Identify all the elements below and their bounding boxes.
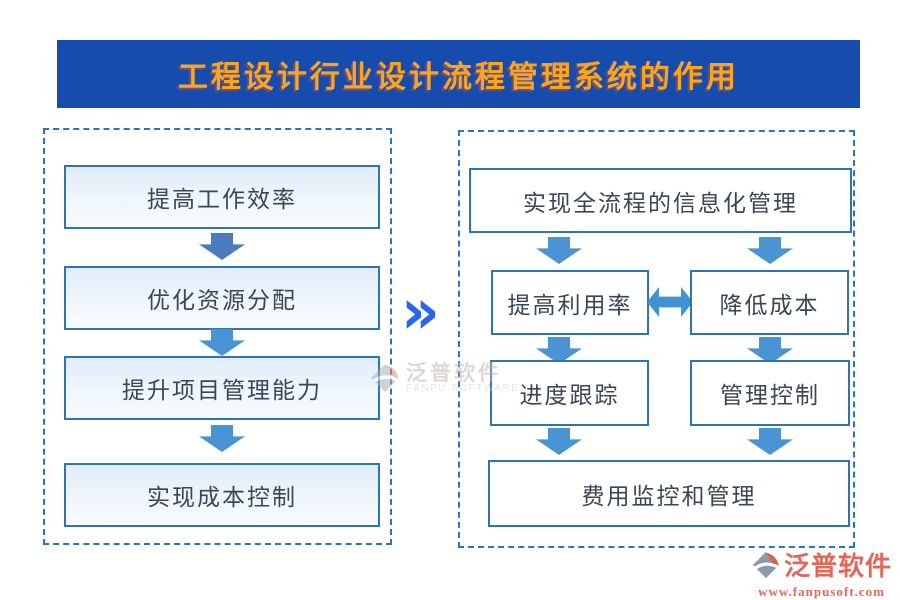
watermark-brand-subtext: FANPU SOFTWARE [406, 382, 520, 394]
left-right-arrow-icon [647, 287, 693, 317]
flow-node-resource-allocation: 优化资源分配 [64, 266, 380, 330]
down-arrow-icon [747, 237, 793, 264]
page-title: 工程设计行业设计流程管理系统的作用 [178, 61, 739, 94]
down-arrow-icon [536, 237, 582, 264]
down-arrow-icon [199, 329, 245, 356]
left-panel: 提高工作效率 优化资源分配 提升项目管理能力 实现成本控制 [43, 128, 392, 545]
down-arrow-icon [199, 425, 245, 452]
center-watermark: 泛普软件 FANPU SOFTWARE [369, 361, 519, 395]
flow-node-full-process-informatization: 实现全流程的信息化管理 [469, 168, 852, 233]
footer-brand-website: www.fanpusoft.com [758, 584, 885, 599]
title-banner: 工程设计行业设计流程管理系统的作用 [57, 40, 860, 108]
watermark-brand-text: 泛普软件 [406, 360, 502, 385]
flow-node-cost-control: 实现成本控制 [64, 463, 380, 527]
double-chevron-icon: » [401, 275, 440, 349]
flow-node-improve-utilization: 提高利用率 [491, 270, 649, 335]
right-panel: 实现全流程的信息化管理 提高利用率 降低成本 进度跟踪 管理控制 费用监控和管理 [458, 130, 855, 548]
footer-brand-name: 泛普软件 [784, 552, 893, 581]
flow-node-management-control: 管理控制 [690, 360, 850, 426]
flow-node-cost-monitoring: 费用监控和管理 [488, 460, 850, 527]
flow-node-progress-tracking: 进度跟踪 [490, 360, 649, 426]
down-arrow-icon [199, 233, 245, 260]
down-arrow-icon [747, 428, 793, 455]
down-arrow-icon [536, 428, 582, 455]
fanpu-logo-icon [751, 550, 781, 580]
footer-brand: 泛普软件 www.fanpusoft.com [751, 546, 892, 600]
flow-node-work-efficiency: 提高工作效率 [64, 165, 380, 229]
flow-node-project-management: 提升项目管理能力 [64, 356, 380, 420]
fanpu-logo-icon [369, 361, 401, 395]
flow-node-reduce-cost: 降低成本 [690, 270, 849, 335]
